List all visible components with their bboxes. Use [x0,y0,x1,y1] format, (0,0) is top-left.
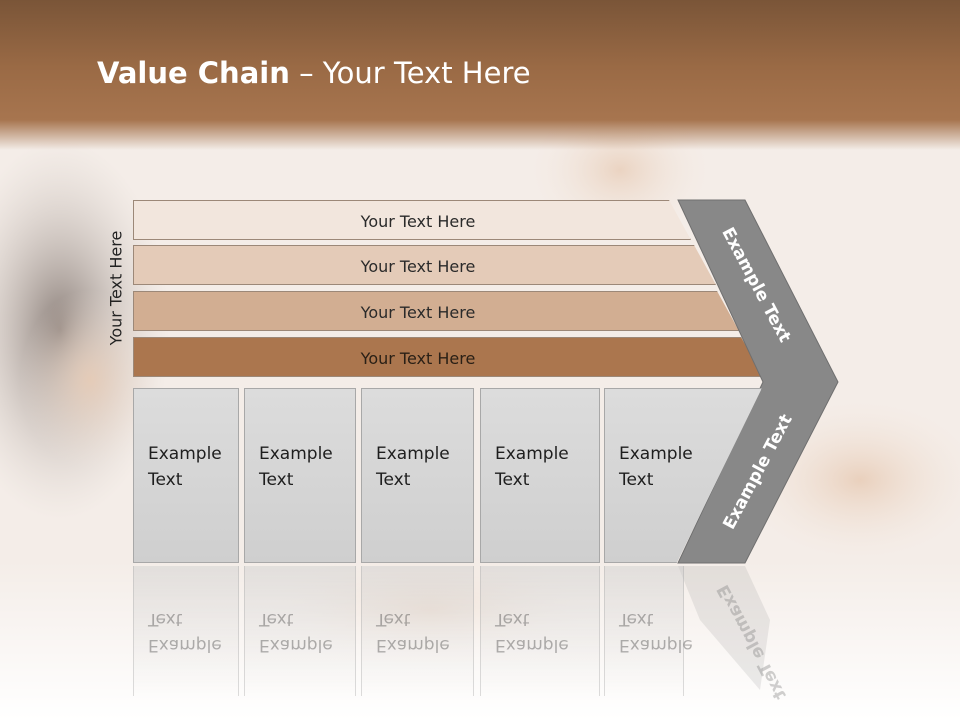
box-text-line1: Example [495,444,569,464]
reflection-line1: Example [148,635,222,655]
example-box-reflection: Example Text [361,566,474,696]
title-bold: Value Chain [97,56,290,90]
example-box-reflection: Example Text [480,566,600,696]
reflection-line1: Example [495,635,569,655]
example-box-reflection: Example Text [133,566,239,696]
box-text-line1: Example [148,444,222,464]
bar-label: Your Text Here [360,257,476,276]
box-text-line1: Example [619,444,693,464]
bar-label: Your Text Here [360,212,476,231]
reflection-line1: Example [376,635,450,655]
example-box-reflection: Example Text [244,566,356,696]
box-reflection-text: Example Text [495,606,569,658]
box-text-line1: Example [259,444,333,464]
box-reflection-text: Example Text [376,606,450,658]
reflection-line2: Text [495,609,530,629]
example-box-reflection: Example Text [604,566,693,696]
box-reflection-text: Example Text [259,606,333,658]
reflection-line2: Text [619,609,654,629]
reflection-line1: Example [619,635,693,655]
box-reflection-text: Example Text [148,606,222,658]
box-reflection-text: Example Text [619,606,693,658]
title-bar [0,0,960,150]
reflection-line2: Text [259,609,294,629]
box-text-line2: Text [495,470,530,490]
reflection-line1: Example [259,635,333,655]
box-text-line2: Text [148,470,183,490]
bar-4: Your Text Here [133,337,763,377]
box-text-line2: Text [619,470,654,490]
box-text-line2: Text [259,470,294,490]
slide-title: Value Chain – Your Text Here [97,56,531,90]
bar-label: Your Text Here [360,303,476,322]
bar-2: Your Text Here [133,245,716,285]
bar-label: Your Text Here [360,349,476,368]
box-text-line2: Text [376,470,411,490]
reflection-line2: Text [376,609,411,629]
title-rest: – Your Text Here [289,56,531,90]
reflection-line2: Text [148,609,183,629]
box-text-line1: Example [376,444,450,464]
bar-1: Your Text Here [133,200,691,240]
